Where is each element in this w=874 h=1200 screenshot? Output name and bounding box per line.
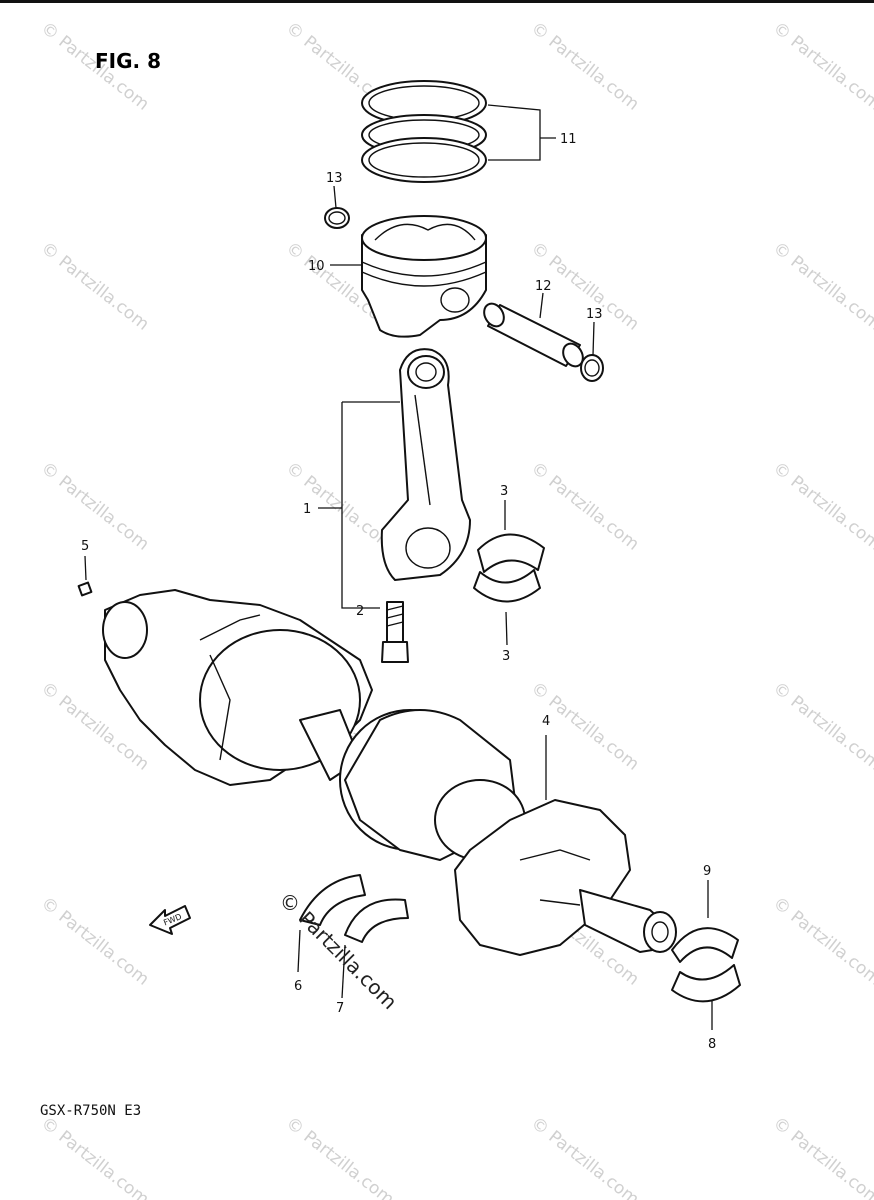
fwd-arrow: FWD [149, 905, 191, 935]
watermark: © Partzilla.com [769, 678, 874, 775]
watermark: © Partzilla.com [37, 238, 153, 335]
watermark: © Partzilla.com [527, 458, 643, 555]
piston-ring-set [361, 80, 487, 183]
callout-7: 7 [336, 1001, 344, 1016]
callout-13-right: 13 [586, 307, 603, 322]
watermark: © Partzilla.com [769, 893, 874, 990]
crank-bearing-8 [671, 964, 741, 1003]
watermark: © Partzilla.com [37, 893, 153, 990]
leader-lines [84, 104, 713, 1030]
callout-12: 12 [535, 279, 552, 294]
conrod-bearings [473, 533, 545, 603]
circlip-left [324, 207, 350, 229]
watermark: © Partzilla.com [769, 458, 874, 555]
callout-2: 2 [356, 604, 364, 619]
watermark: © Partzilla.com [769, 1113, 874, 1200]
callout-6: 6 [294, 979, 302, 994]
top-border [0, 0, 874, 3]
watermark: © Partzilla.com [282, 458, 398, 555]
callout-10: 10 [308, 259, 325, 274]
watermark: © Partzilla.com [37, 458, 153, 555]
callout-3-upper: 3 [500, 484, 508, 499]
callout-13-left: 13 [326, 171, 343, 186]
watermark: © Partzilla.com [769, 18, 874, 115]
watermark: © Partzilla.com [37, 1113, 153, 1200]
piston [361, 215, 487, 338]
figure-title: FIG. 8 [95, 49, 161, 73]
callout-5: 5 [81, 539, 89, 554]
circlip-right [580, 354, 604, 382]
connecting-rod [380, 348, 471, 581]
watermark: © Partzilla.com [527, 18, 643, 115]
callout-labels: 1 2 3 3 4 5 6 7 8 9 10 11 12 13 13 [81, 132, 716, 1052]
callout-1: 1 [303, 502, 311, 517]
model-label: GSX-R750N E3 [40, 1103, 141, 1119]
watermark: © Partzilla.com [769, 238, 874, 335]
callout-4: 4 [542, 714, 550, 729]
watermark: © Partzilla.com [282, 1113, 398, 1200]
thrust-bearing-6 [299, 874, 366, 926]
piston-pin [483, 302, 584, 368]
crank-bearing-9 [671, 927, 739, 963]
callout-9: 9 [703, 864, 711, 879]
thrust-bearing-7 [344, 898, 409, 943]
callout-8: 8 [708, 1037, 716, 1052]
dowel-pin [77, 581, 93, 597]
callout-3-lower: 3 [502, 649, 510, 664]
crankshaft [102, 589, 677, 956]
center-watermark-copyright: © [280, 891, 300, 915]
center-watermark-text: Partzilla.com [294, 907, 401, 1014]
watermark: © Partzilla.com [527, 1113, 643, 1200]
rod-bolt [381, 601, 409, 663]
callout-11: 11 [560, 132, 577, 147]
